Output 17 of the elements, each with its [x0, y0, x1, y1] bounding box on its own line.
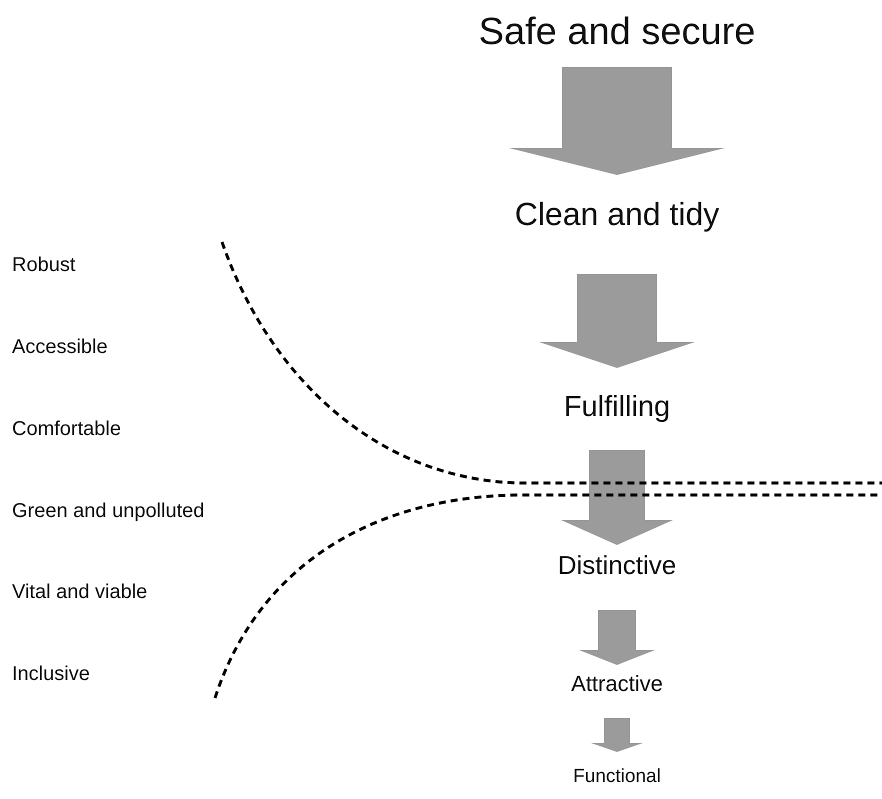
stage-text: Functional: [573, 766, 661, 788]
quality-label: Vital and viable: [12, 580, 148, 604]
stage-text: Fulfilling: [564, 390, 670, 424]
block-arrow: [561, 450, 673, 545]
block-arrow: [539, 274, 695, 368]
stage-text: Safe and secure: [478, 10, 756, 56]
quality-label: Accessible: [12, 335, 108, 359]
stage-text: Attractive: [571, 670, 663, 698]
stage-text: Distinctive: [558, 550, 676, 582]
quality-label: Comfortable: [12, 417, 121, 441]
block-arrow: [509, 67, 725, 175]
quality-label: Inclusive: [12, 662, 90, 686]
quality-label: Robust: [12, 253, 76, 277]
block-arrow: [579, 610, 655, 665]
quality-label: Green and unpolluted: [12, 499, 204, 523]
stage-text: Clean and tidy: [514, 194, 720, 234]
block-arrow: [591, 718, 643, 752]
